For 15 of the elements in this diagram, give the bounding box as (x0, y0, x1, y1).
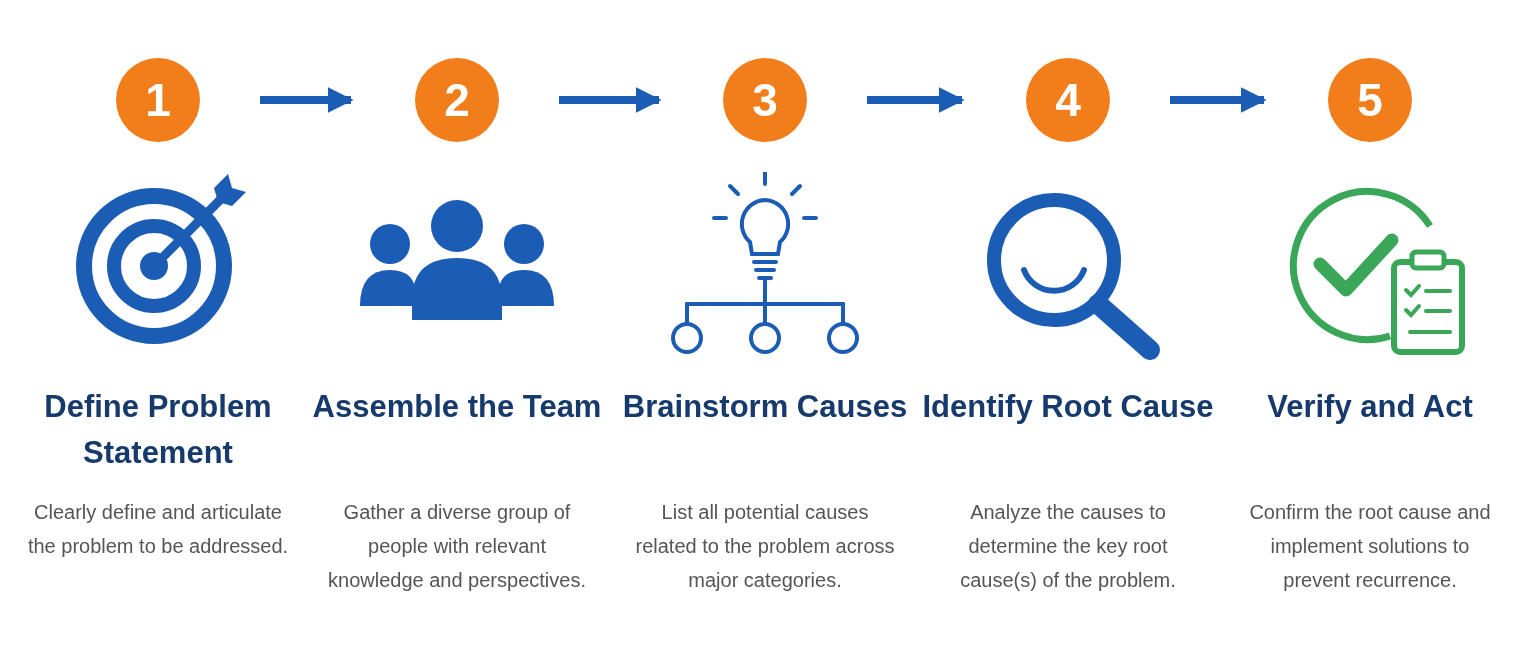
step-description: Confirm the root cause and implement solutions to prevent recurrence. (1248, 500, 1492, 593)
step-title: Assemble the Team (311, 388, 603, 426)
step-number-circle: 5 (1328, 58, 1412, 142)
step-description: Clearly define and articulate the problem to be addressed. (26, 500, 290, 559)
step-title: Brainstorm Causes (621, 388, 909, 426)
step-description: Gather a diverse group of people with relevant knowledge and perspectives. (327, 500, 587, 593)
step-number-circle: 1 (116, 58, 200, 142)
step-title: Identify Root Cause (921, 388, 1215, 426)
step-number-circle: 4 (1026, 58, 1110, 142)
step-number-circle: 2 (415, 58, 499, 142)
step-description: List all potential causes related to the problem across major categories. (634, 500, 896, 593)
step-description: Analyze the causes to determine the key root cause(s) of the problem. (959, 500, 1177, 593)
step-title: Define Problem Statement (43, 388, 273, 472)
step-title: Verify and Act (1266, 388, 1474, 426)
step-number-circle: 3 (723, 58, 807, 142)
